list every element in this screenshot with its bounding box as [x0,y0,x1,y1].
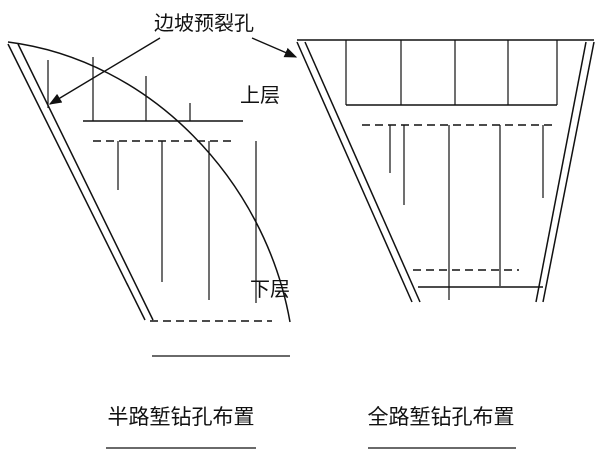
full-cut-right-slope-outer [542,41,595,303]
half-cut-slope-line-outer [7,43,146,321]
lower-layer-label: 下层 [250,277,290,301]
presplit-annotation: 边坡预裂孔 [48,11,298,105]
half-cut-caption: 半路堑钻孔布置 [108,405,255,429]
upper-layer-label: 上层 [240,83,280,107]
full-cut-left-slope-outer [296,41,413,303]
full-cut-left-slope-inner [304,41,421,303]
full-cut-section: 全路堑钻孔布置 [296,39,595,449]
half-cut-section: 上层 下层 半路堑钻孔布置 [7,41,291,449]
presplit-holes-label: 边坡预裂孔 [154,11,254,35]
leader-arrow-left [48,37,161,105]
half-cut-slope-line-inner [17,43,154,321]
full-cut-caption: 全路堑钻孔布置 [368,405,515,429]
leader-arrow-right [251,37,298,58]
full-cut-right-slope-inner [535,41,587,303]
ground-profile-arc [7,41,291,323]
